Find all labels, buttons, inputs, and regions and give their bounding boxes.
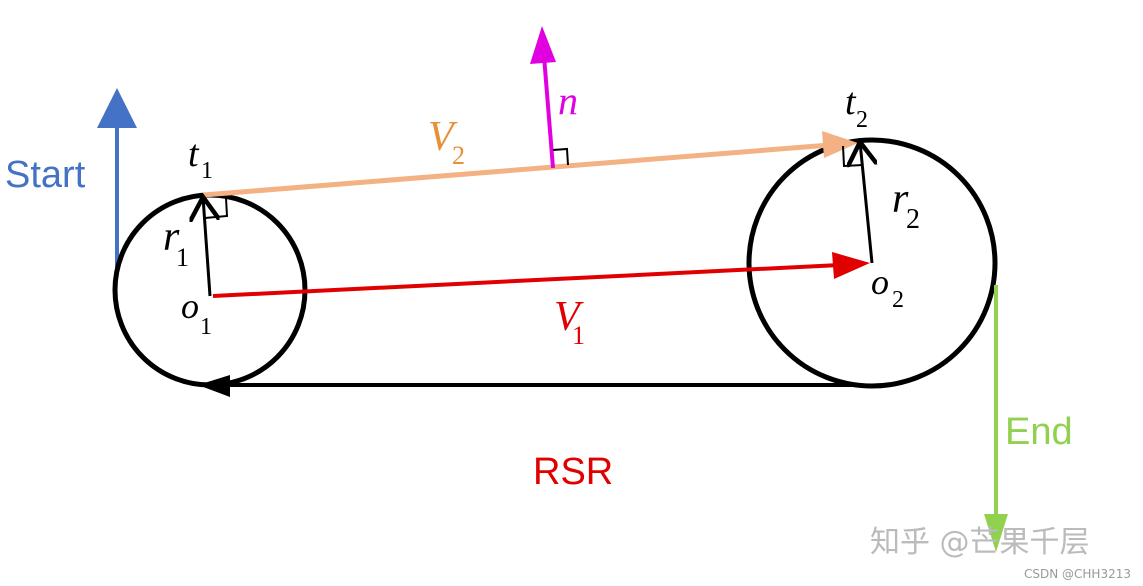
r1-subscript: 1 — [176, 243, 189, 272]
normal-right-angle — [552, 147, 569, 166]
t1-subscript: 1 — [201, 158, 213, 184]
t1-label: t — [188, 133, 200, 175]
r1-right-angle — [204, 197, 229, 219]
v2-arrow — [202, 142, 831, 198]
zhihu-watermark: 知乎 @芒果千层 — [870, 525, 1090, 560]
csdn-watermark: CSDN @CHH3213 — [1024, 567, 1131, 581]
r1-arrow — [203, 197, 210, 297]
o1-label: o — [181, 286, 199, 326]
v2-subscript: 2 — [452, 141, 465, 170]
n-label: n — [558, 78, 578, 123]
normal-arrow — [542, 55, 555, 169]
end-arrowhead — [984, 514, 1008, 552]
r1-label: r — [163, 214, 180, 260]
t2-subscript: 2 — [856, 107, 868, 133]
v2-label: V — [428, 114, 458, 160]
r2-arrow — [860, 142, 872, 264]
rsr-label: RSR — [533, 451, 613, 493]
r2-right-angle — [842, 145, 864, 168]
o1-subscript: 1 — [200, 314, 212, 340]
o2-subscript: 2 — [892, 287, 904, 313]
v1-subscript: 1 — [572, 321, 585, 350]
normal-arrowhead — [530, 26, 556, 64]
v2-arrowhead — [822, 131, 858, 158]
v1-label: V — [554, 294, 584, 340]
bottom-path-arrowhead — [198, 375, 230, 397]
end-label: End — [1005, 411, 1073, 453]
t2-label: t — [845, 81, 857, 123]
r2-label: r — [892, 176, 909, 222]
v1-arrow — [212, 263, 841, 298]
v1-arrowhead — [832, 252, 870, 279]
o2-label: o — [871, 262, 889, 302]
start-label: Start — [5, 154, 86, 196]
r2-subscript: 2 — [906, 204, 920, 235]
